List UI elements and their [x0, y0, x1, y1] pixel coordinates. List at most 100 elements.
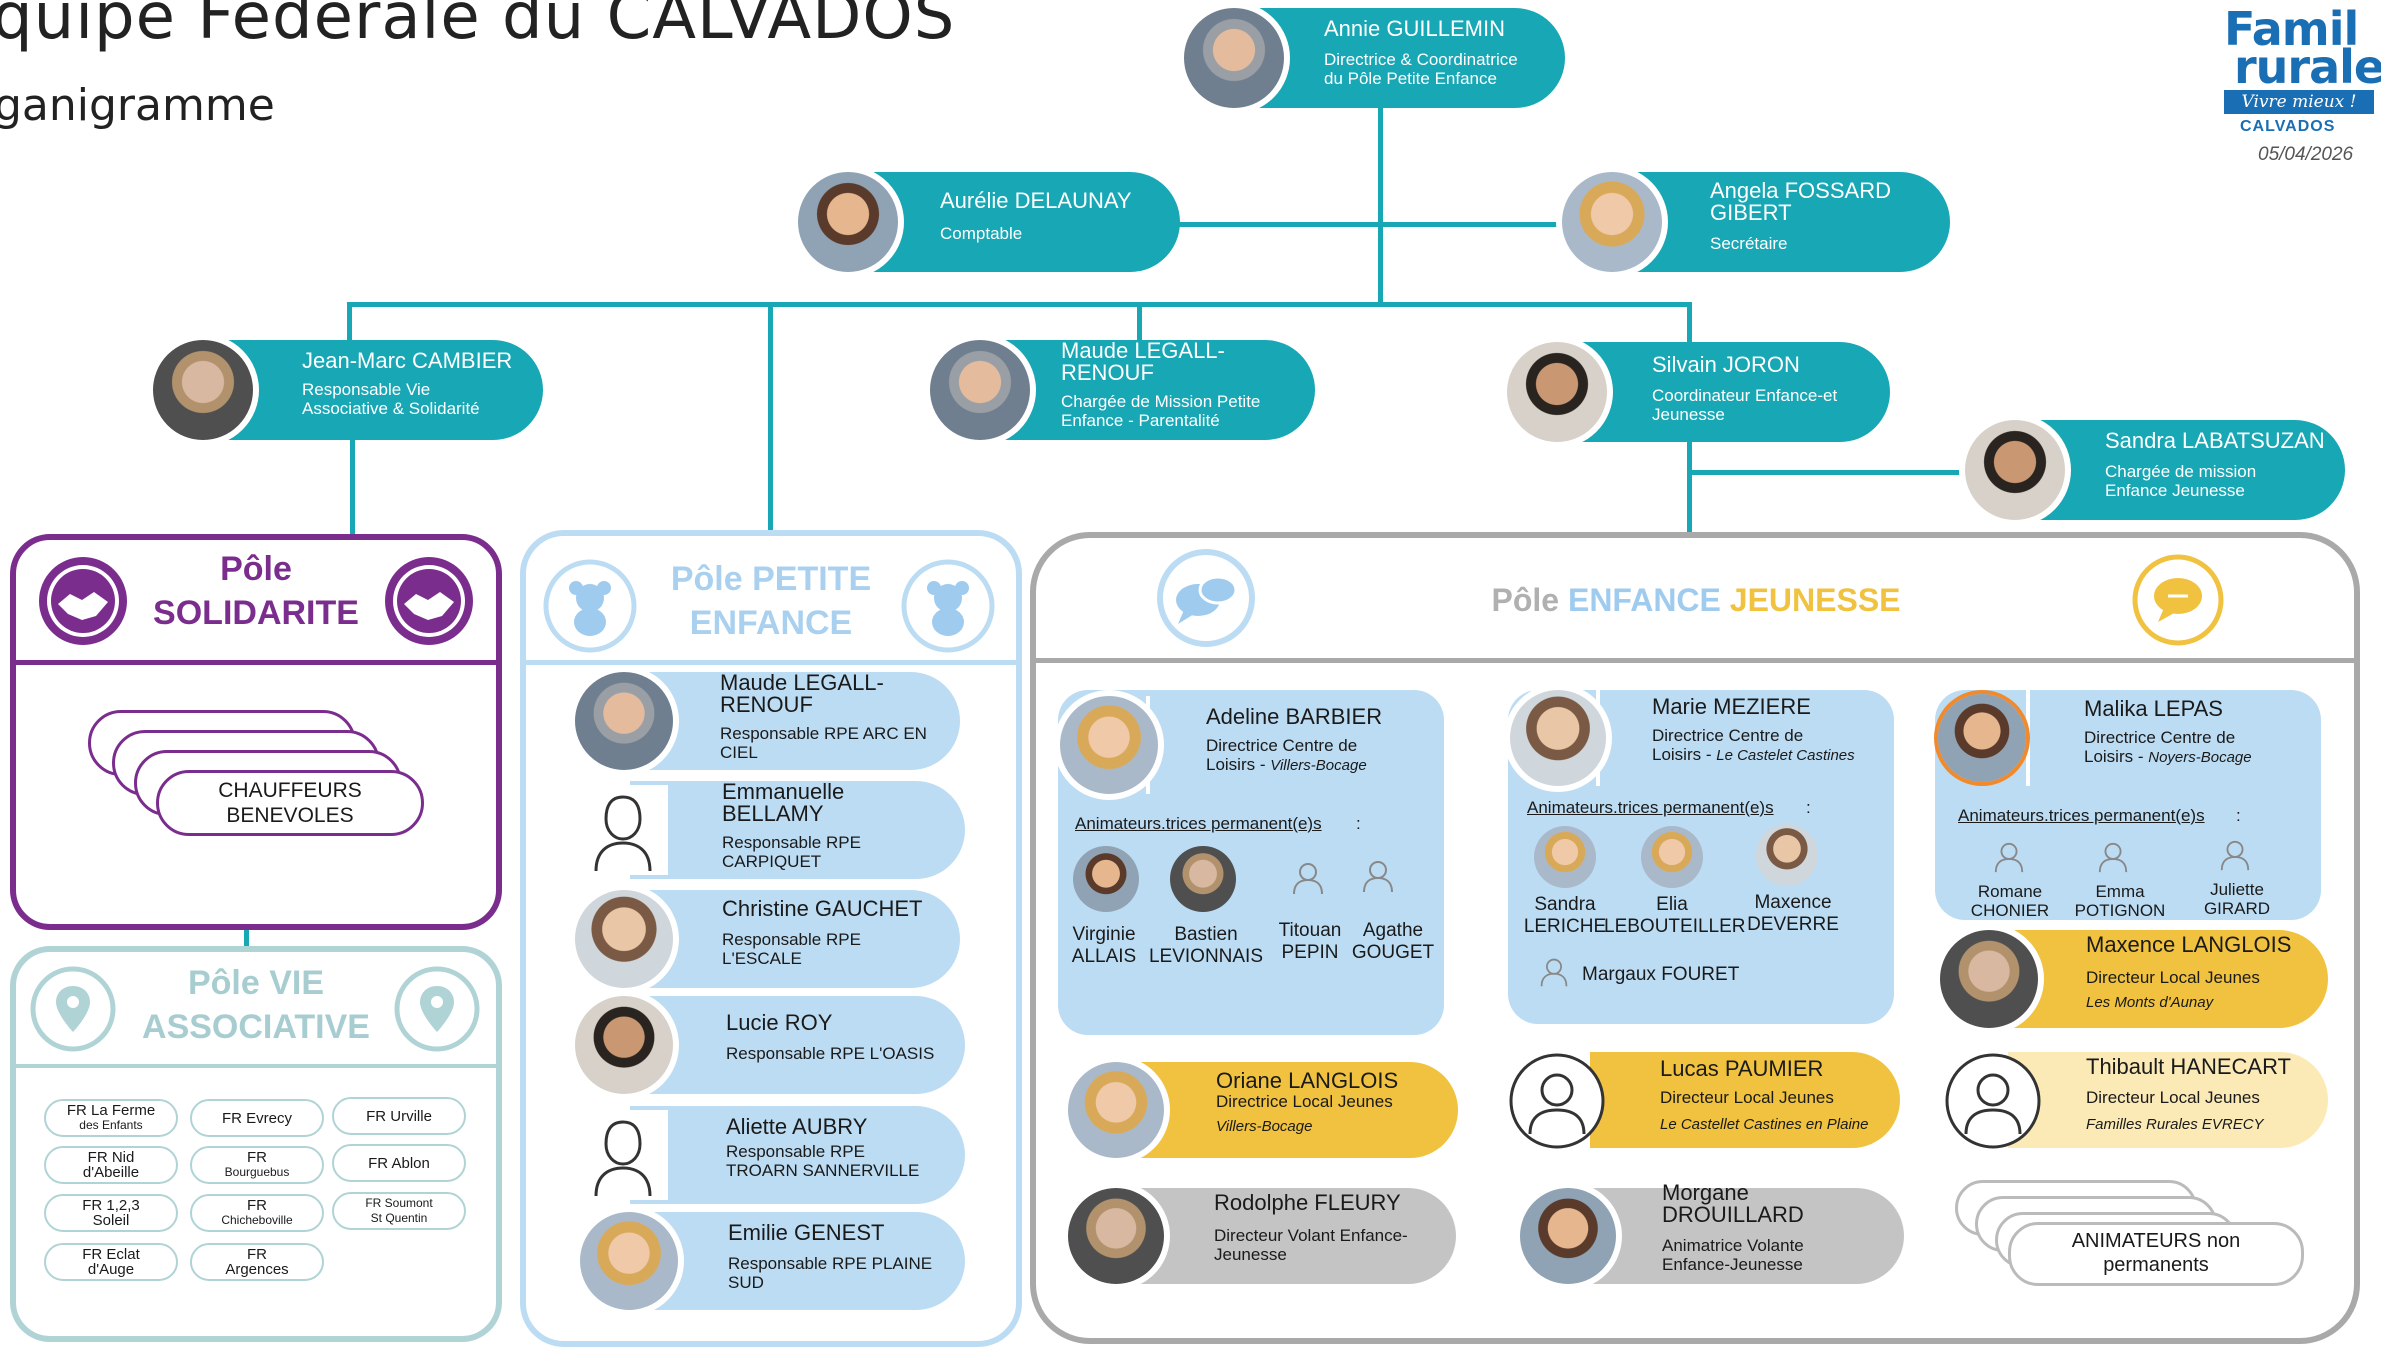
line-main-horizontal	[347, 302, 1692, 307]
teddy-bear-icon	[901, 559, 995, 653]
solidarite-title1: Pôle	[220, 550, 292, 588]
pe-maude-photo	[569, 666, 679, 776]
sandra-name: Sandra LABATSUZAN	[2105, 428, 2325, 453]
teddy-bear-icon	[543, 559, 637, 653]
anim-elia-photo	[1641, 826, 1703, 888]
card-silvain-joron: Silvain JORON Coordinateur Enfance-et Je…	[1570, 342, 1890, 442]
card-maude-legall-renouf-top: Maude LEGALL- RENOUF Chargée de Mission …	[985, 340, 1315, 440]
aurelie-name: Aurélie DELAUNAY	[940, 188, 1132, 213]
chauffeurs-benevoles-box: CHAUFFEURS BENEVOLES	[156, 770, 424, 836]
enfance-jeunesse-title: Pôle ENFANCE JEUNESSE	[1476, 582, 1916, 619]
card-jean-marc-cambier: Jean-Marc CAMBIER Responsable Vie Associ…	[208, 340, 543, 440]
annie-photo	[1178, 2, 1290, 114]
person-outline-icon	[578, 785, 668, 875]
person-outline-icon	[1363, 861, 1393, 893]
vie-assoc-title1: Pôle VIE	[187, 964, 325, 1002]
annie-role2: du Pôle Petite Enfance	[1324, 69, 1497, 88]
person-outline-icon	[2220, 840, 2250, 871]
line-aurelie-angela	[1175, 222, 1565, 227]
line-silvain-enfance	[1687, 440, 1692, 534]
ej-title-jeunesse: JEUNESSE	[1729, 582, 1901, 618]
silvain-name: Silvain JORON	[1652, 352, 1800, 377]
handshake-icon	[39, 557, 127, 645]
maude-top-name1: Maude LEGALL-	[1061, 338, 1225, 363]
malika-photo	[1938, 694, 2026, 782]
logo-line2: rurales	[2234, 40, 2381, 94]
maude-top-role1: Chargée de Mission Petite	[1061, 392, 1261, 411]
person-outline-icon	[1293, 863, 1323, 895]
card-rodolphe-fleury: Rodolphe FLEURY Directeur Volant Enfance…	[1120, 1188, 1456, 1284]
solidarite-title2: SOLIDARITE	[153, 594, 359, 632]
petite-enfance-title2: ENFANCE	[689, 604, 853, 642]
logo-region: CALVADOS	[2240, 118, 2336, 135]
fr-box-1: FR Evrecy	[190, 1099, 324, 1137]
anim-label-noyers: Animateurs.trices permanent(e)s	[1958, 806, 2205, 825]
vie-assoc-title2: ASSOCIATIVE	[142, 1008, 370, 1046]
rodolphe-photo	[1062, 1182, 1170, 1290]
card-pe-emmanuelle: Emmanuelle BELLAMY Responsable RPE CARPI…	[630, 781, 965, 879]
ej-title-enfance: ENFANCE	[1567, 582, 1730, 618]
card-pe-maude: Maude LEGALL- RENOUF Responsable RPE ARC…	[630, 672, 960, 770]
map-pin-icon	[394, 966, 480, 1052]
pe-emilie-photo	[574, 1206, 684, 1316]
annie-name: Annie GUILLEMIN	[1324, 16, 1505, 41]
line-petite-enfance	[768, 302, 773, 534]
line-silvain-drop	[1687, 302, 1692, 342]
maude-top-name2: RENOUF	[1061, 360, 1154, 385]
ej-title-pole: Pôle	[1491, 582, 1568, 618]
card-marie-meziere: Marie MEZIERE Directrice Centre de Loisi…	[1600, 690, 1894, 786]
speech-bubbles-icon	[1157, 549, 1255, 647]
anim-bastien-photo	[1170, 846, 1236, 912]
anim-sandra-photo	[1534, 826, 1596, 888]
line-jeanmarc-solidarite	[350, 440, 355, 535]
anim-label-castelet: Animateurs.trices permanent(e)s	[1527, 798, 1774, 817]
sandra-photo	[1959, 414, 2071, 526]
card-pe-lucie: Lucie ROY Responsable RPE L'OASIS	[630, 996, 965, 1094]
person-circle-icon	[1509, 1053, 1605, 1149]
logo-tagline: Vivre mieux !	[2224, 90, 2374, 114]
line-solidarite-vie	[244, 918, 249, 948]
aurelie-role: Comptable	[940, 224, 1023, 243]
jeanmarc-role2: Associative & Solidarité	[302, 399, 480, 418]
sandra-role1: Chargée de mission	[2105, 462, 2257, 481]
anim-label-villers: Animateurs.trices permanent(e)s	[1075, 814, 1322, 833]
maude-top-role2: Enfance - Parentalité	[1061, 411, 1220, 430]
line-annie-down	[1378, 105, 1383, 303]
sandra-role2: Enfance Jeunesse	[2105, 481, 2245, 500]
jeanmarc-photo	[147, 334, 259, 446]
silvain-role2: Jeunesse	[1652, 405, 1725, 424]
silvain-role1: Coordinateur Enfance-et	[1652, 386, 1838, 405]
vie-assoc-header-divider	[16, 1064, 496, 1068]
angela-name1: Angela FOSSARD	[1710, 178, 1891, 203]
card-annie-guillemin: Annie GUILLEMIN Directrice & Coordinatri…	[1240, 8, 1565, 108]
animateurs-non-permanents-box: ANIMATEURS non permanents	[2008, 1222, 2304, 1286]
petite-enfance-header-divider	[526, 660, 1016, 665]
card-pe-emilie: Emilie GENEST Responsable RPE PLAINE SUD	[630, 1212, 965, 1310]
person-outline-icon	[578, 1110, 668, 1200]
fr-box-2: FR Urville	[332, 1097, 466, 1135]
adeline-photo	[1054, 690, 1164, 800]
anim-margaux: Margaux FOURET	[1582, 964, 1740, 985]
benevoles-label: BENEVOLES	[226, 804, 354, 827]
morgane-photo	[1514, 1182, 1622, 1290]
anim-virginie-photo	[1073, 846, 1139, 912]
angela-photo	[1556, 166, 1668, 278]
maude-top-photo	[924, 334, 1036, 446]
fr-box-5: FR Ablon	[332, 1144, 466, 1182]
line-maude-drop	[1137, 302, 1142, 342]
handshake-icon	[385, 557, 473, 645]
oriane-photo	[1062, 1056, 1170, 1164]
